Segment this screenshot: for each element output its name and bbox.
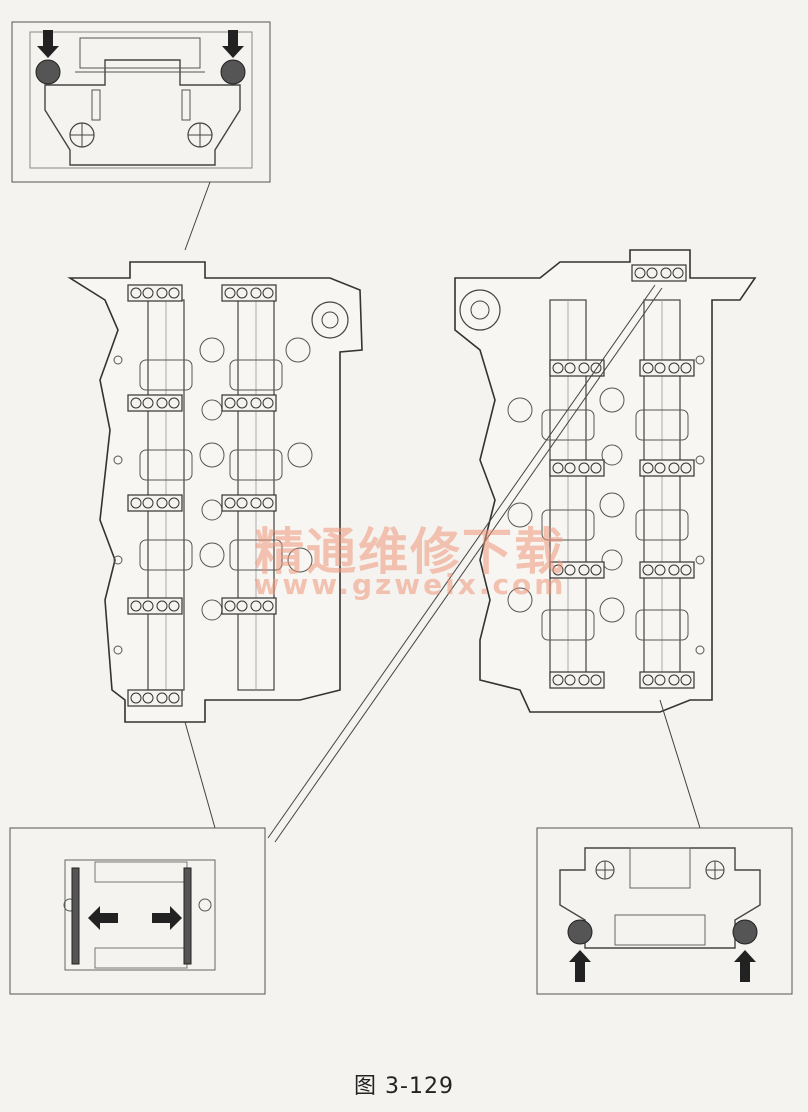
callout-top-left — [11, 21, 271, 183]
up-arrow-icon — [569, 950, 591, 982]
cylinder-head-right — [454, 249, 757, 713]
callout-bottom-right — [536, 827, 793, 995]
watermark-site-name: 精通维修下载 — [254, 522, 566, 581]
watermark-url: www.gzweix.com — [253, 568, 567, 601]
marker-dot-right — [732, 919, 758, 945]
marker-dot-left — [567, 919, 593, 945]
marker-bar-right — [183, 867, 192, 965]
callout-bottom-left — [9, 827, 266, 995]
down-arrow-icon — [222, 30, 244, 58]
right-arrow-icon — [152, 906, 182, 930]
figure-caption: 图 3-129 — [354, 1074, 454, 1099]
leader-line — [659, 699, 701, 829]
leader-line — [274, 287, 663, 843]
marker-bar-left — [71, 867, 80, 965]
marker-dot-left — [35, 59, 61, 85]
left-arrow-icon — [88, 906, 118, 930]
leader-line — [184, 181, 211, 251]
leader-line — [267, 284, 656, 839]
cylinder-head-left — [67, 261, 363, 723]
down-arrow-icon — [37, 30, 59, 58]
leader-line — [184, 721, 216, 829]
marker-dot-right — [220, 59, 246, 85]
up-arrow-icon — [734, 950, 756, 982]
